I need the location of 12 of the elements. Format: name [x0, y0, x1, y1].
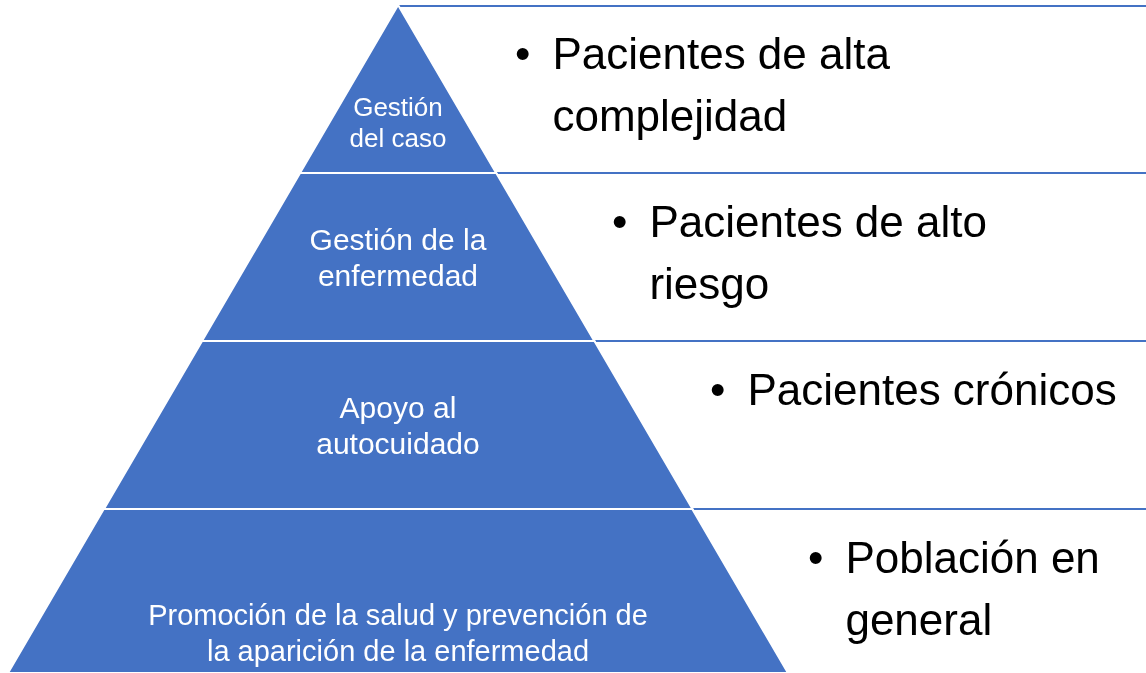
band-label: Gestión del caso: [348, 91, 448, 155]
bullet-marker: •: [515, 28, 531, 80]
bullet-text: Pacientes crónicos: [747, 364, 1118, 416]
band-label: Promoción de la salud y prevención de la aparición de la enfermedad: [148, 598, 648, 669]
bullet-marker: •: [808, 532, 824, 584]
band-label: Gestión de la enfermedad: [308, 221, 488, 295]
band-label: Apoyo al autocuidado: [315, 389, 481, 463]
bullet-text: Población en general: [845, 532, 1101, 646]
bullet-marker: •: [710, 364, 726, 416]
bullet-marker: •: [612, 196, 628, 248]
bullet-text: Pacientes de alta complejidad: [552, 28, 891, 142]
bullet-text: Pacientes de alto riesgo: [649, 196, 988, 310]
